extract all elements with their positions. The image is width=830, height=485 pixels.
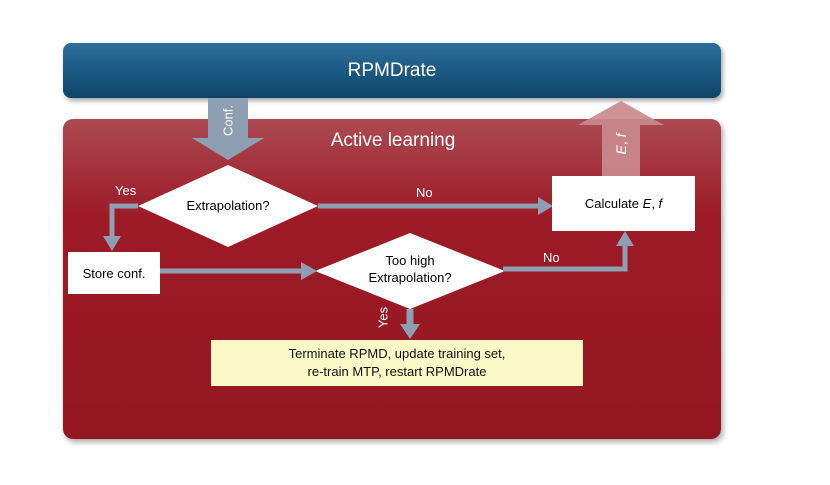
calculate-e: E	[642, 196, 652, 211]
rpmdrate-title: RPMDrate	[347, 59, 437, 81]
too-high-diamond	[315, 233, 505, 309]
no-label-2: No	[543, 250, 560, 265]
ef-label-f: f	[613, 133, 629, 138]
yes-label-1: Yes	[115, 183, 137, 198]
calculate-prefix: Calculate	[584, 196, 643, 211]
terminate-line2: re-train MTP, restart RPMDrate	[307, 364, 487, 379]
active-learning-title: Active learning	[330, 130, 456, 151]
store-conf-label: Store conf.	[82, 265, 146, 281]
too-high-question: Too high Extrapolation?	[346, 252, 474, 286]
yes-arrowhead-1	[103, 236, 121, 251]
too-high-line2: Extrapolation?	[368, 270, 452, 285]
conf-label: Conf.	[220, 104, 236, 137]
calculate-sep: ,	[651, 196, 659, 211]
terminate-text: Terminate RPMD, update training set, re-…	[289, 345, 506, 381]
store-conf-box: Store conf.	[68, 252, 160, 294]
terminate-box: Terminate RPMD, update training set, re-…	[211, 340, 583, 386]
extrapolation-diamond	[138, 165, 318, 247]
calculate-label: Calculate E, f	[585, 196, 662, 211]
yes-arrowhead-2	[400, 324, 420, 339]
ef-label: E, f	[613, 126, 629, 162]
extrapolation-question: Extrapolation?	[186, 198, 270, 213]
yes-connector-1	[109, 203, 138, 238]
no-connector-2	[503, 244, 628, 272]
no-arrowhead-2	[616, 231, 634, 246]
ef-arrow	[578, 101, 664, 176]
store-arrowhead	[301, 262, 317, 280]
ef-label-e: E	[613, 145, 629, 155]
rpmdrate-header: RPMDrate	[63, 43, 721, 98]
yes-label-2: Yes	[375, 306, 391, 329]
no-label-1: No	[416, 185, 433, 200]
conf-arrow	[192, 98, 264, 160]
calculate-box: Calculate E, f	[552, 176, 695, 231]
too-high-line1: Too high	[385, 253, 435, 268]
no-arrowhead-1	[538, 197, 553, 215]
terminate-line1: Terminate RPMD, update training set,	[288, 346, 506, 361]
calculate-f: f	[658, 196, 663, 211]
ef-label-sep: ,	[613, 137, 629, 146]
